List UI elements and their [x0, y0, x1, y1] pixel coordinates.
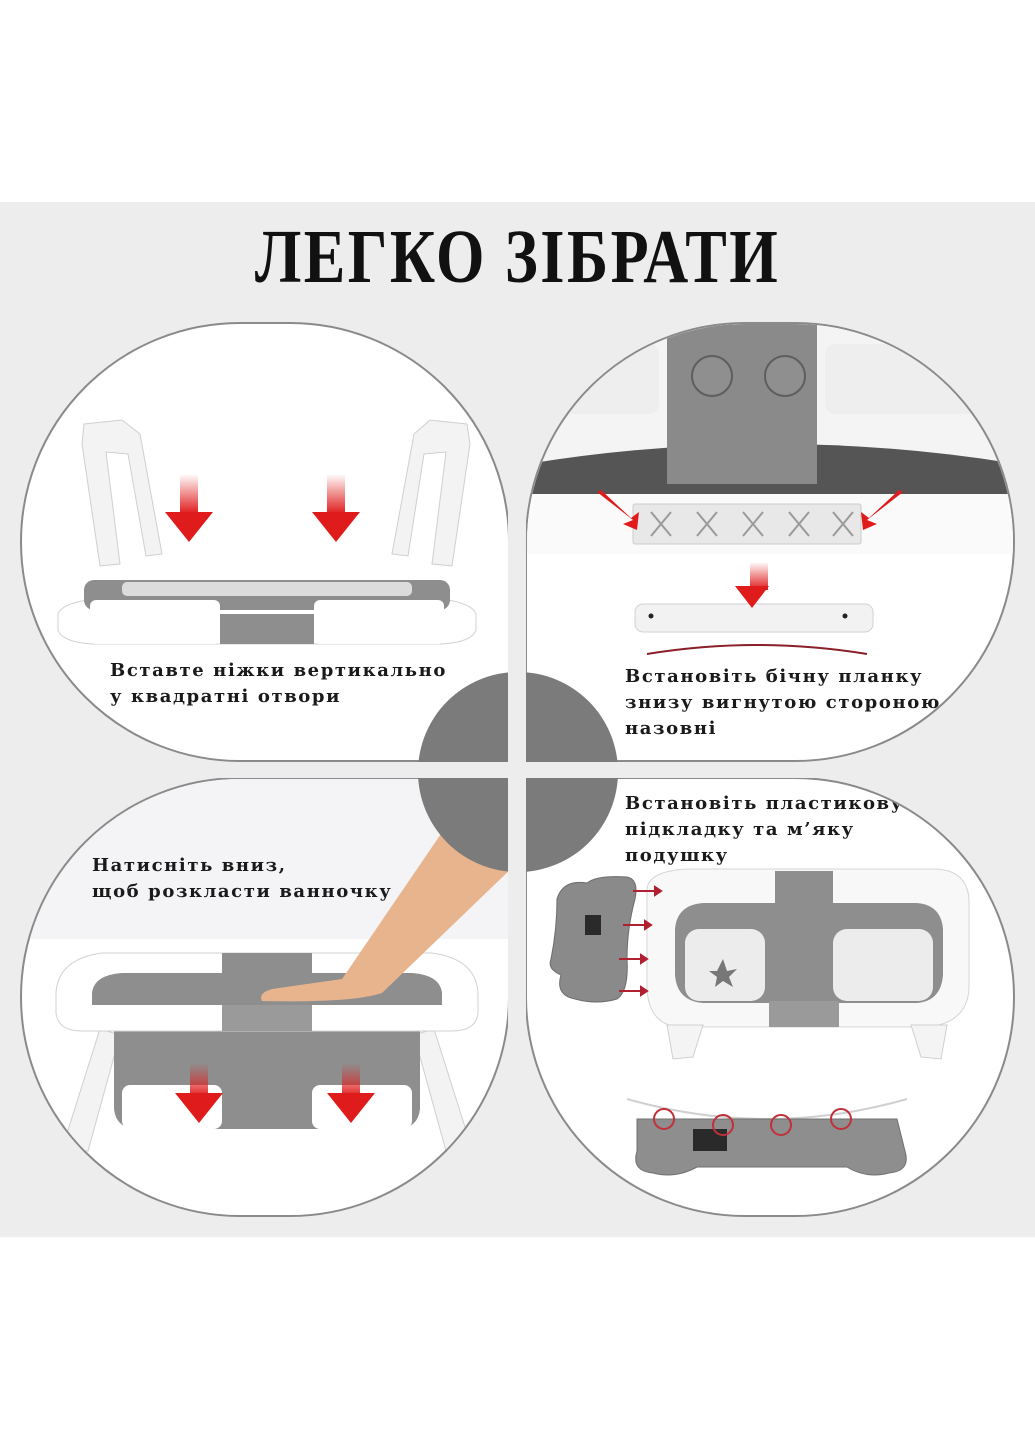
- arrow-down-icon: [327, 1093, 375, 1123]
- arrow-down-icon: [175, 1093, 223, 1123]
- step-panel-insert-legs: Вставте ніжки вертикально у квадратні от…: [20, 322, 510, 762]
- tub-base-with-legs-illustration: [57, 419, 477, 645]
- arrow-stem: [180, 474, 198, 514]
- step-caption: Встановіть бічну планку знизу вигнутою с…: [625, 666, 941, 739]
- step-caption: Натисніть вниз, щоб розкласти ванночку: [92, 855, 393, 902]
- divider-horizontal: [0, 762, 1035, 778]
- step-panel-side-bar: Встановіть бічну планку знизу вигнутою с…: [525, 322, 1015, 762]
- hand-pressing-tub-illustration: [22, 779, 508, 1152]
- step-caption: Вставте ніжки вертикально у квадратні от…: [110, 660, 447, 707]
- side-bar-closeup-illustration: [527, 324, 1013, 655]
- arrow-stem: [190, 1063, 208, 1097]
- arrow-stem: [342, 1063, 360, 1097]
- arrow-stem: [750, 562, 768, 590]
- arrow-down-icon: [735, 586, 769, 608]
- arrow-down-icon: [312, 512, 360, 542]
- step-panel-install-pad: Встановіть пластикову підкладку та м’яку…: [525, 777, 1015, 1217]
- arrow-down-icon: [165, 512, 213, 542]
- tub-with-bear-pad-illustration: [549, 868, 970, 1176]
- arrow-stem: [327, 474, 345, 514]
- page-title: ЛЕГКО ЗІБРАТИ: [254, 215, 781, 299]
- step-caption: Встановіть пластикову підкладку та м’яку…: [625, 793, 904, 866]
- step-panel-press-down: Натисніть вниз, щоб розкласти ванночку: [20, 777, 510, 1217]
